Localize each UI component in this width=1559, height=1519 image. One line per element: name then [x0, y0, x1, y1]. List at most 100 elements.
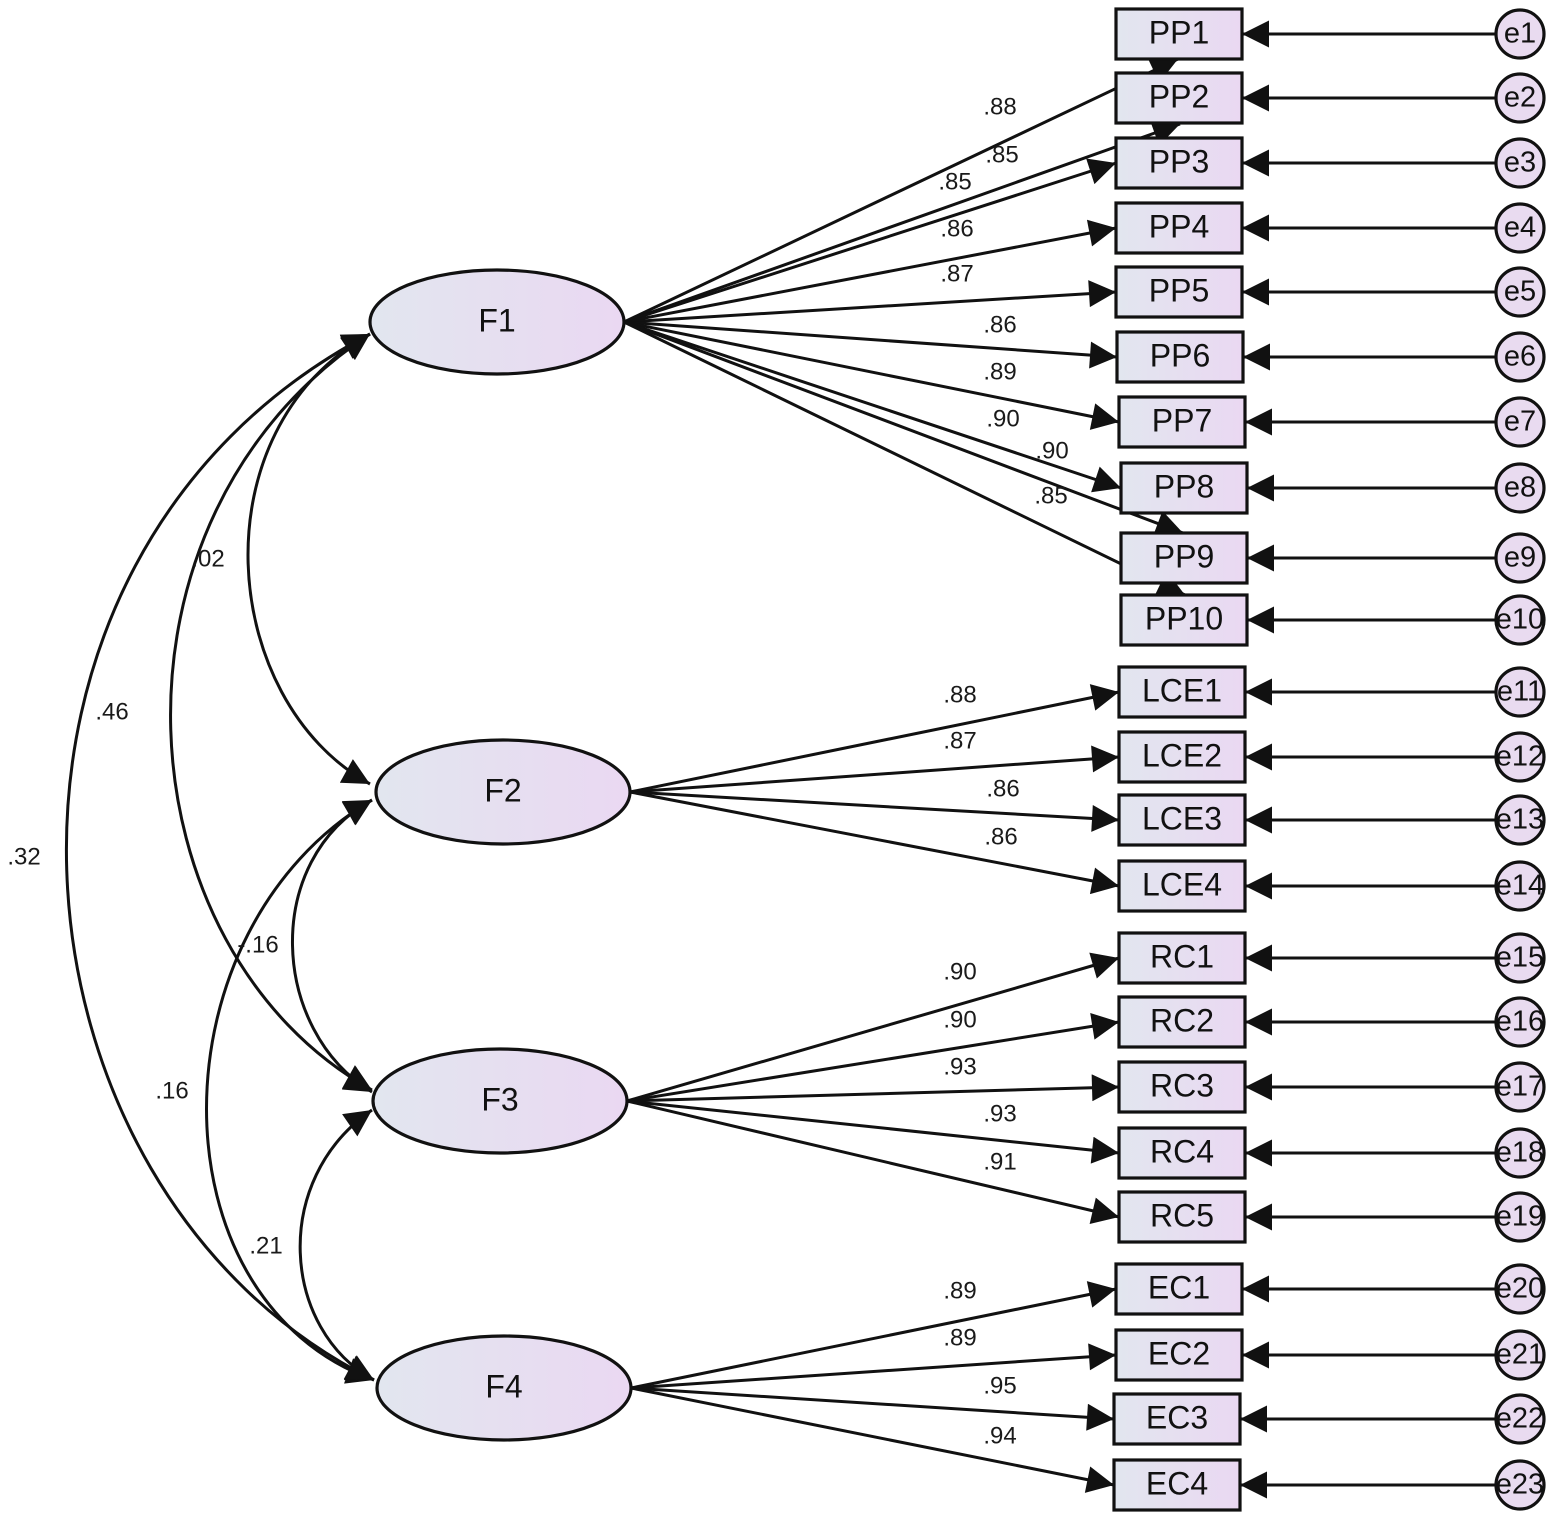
error-label: e5: [1504, 276, 1536, 308]
indicator-label: PP10: [1145, 600, 1223, 636]
indicator-box-ec2: [1114, 1328, 1244, 1382]
indicator-label: RC3: [1150, 1067, 1214, 1103]
loading-label: .94: [983, 1422, 1016, 1449]
loading-path-rc1: [626, 952, 1120, 1103]
error-label: e14: [1496, 870, 1544, 902]
error-label: e19: [1496, 1201, 1544, 1233]
factor-f4: [375, 1334, 633, 1442]
error-term-e12: [1494, 731, 1546, 783]
indicator-label: LCE1: [1142, 672, 1222, 708]
error-term-e4: [1494, 202, 1546, 254]
error-label: e8: [1504, 472, 1536, 504]
loading-path-pp1: [623, 57, 1179, 324]
error-label: e3: [1504, 147, 1536, 179]
loading-label: .91: [983, 1148, 1016, 1175]
loading-label: .86: [986, 775, 1019, 802]
loading-label: .88: [983, 93, 1016, 120]
loading-label: .85: [985, 141, 1018, 168]
indicator-label: EC4: [1146, 1465, 1208, 1501]
indicator-box-lce4: [1117, 859, 1247, 913]
loading-path-lce4: [629, 790, 1120, 895]
correlation-label: .32: [7, 843, 40, 870]
loading-label: .90: [986, 405, 1019, 432]
error-label: e18: [1496, 1137, 1544, 1169]
indicator-label: PP9: [1154, 538, 1214, 574]
loading-path-pp9: [623, 320, 1184, 537]
loading-label: .95: [983, 1372, 1016, 1399]
loading-label: .86: [984, 823, 1017, 850]
error-label: e9: [1504, 542, 1536, 574]
error-term-e23: [1494, 1459, 1546, 1511]
loading-label: .88: [943, 681, 976, 708]
loading-path-pp10: [623, 320, 1186, 597]
loading-label: .87: [940, 260, 973, 287]
correlation-label: .46: [95, 698, 128, 725]
loading-path-pp3: [623, 158, 1117, 324]
indicator-box-pp8: [1119, 461, 1249, 515]
loading-path-pp7: [623, 320, 1120, 430]
error-term-e20: [1494, 1263, 1546, 1315]
loading-path-lce3: [629, 790, 1120, 832]
indicator-box-rc1: [1117, 931, 1247, 985]
error-term-e10: [1494, 594, 1546, 646]
error-label: e12: [1496, 741, 1544, 773]
error-term-e3: [1494, 137, 1546, 189]
indicator-label: LCE3: [1142, 800, 1222, 836]
error-term-e7: [1494, 396, 1546, 448]
loading-path-lce2: [629, 745, 1120, 794]
indicator-label: EC1: [1148, 1269, 1210, 1305]
loading-label: .86: [983, 311, 1016, 338]
loading-path-ec3: [630, 1386, 1115, 1431]
error-label: e23: [1496, 1469, 1544, 1501]
indicator-label: RC1: [1150, 938, 1214, 974]
indicator-box-ec1: [1114, 1262, 1244, 1316]
indicator-box-lce2: [1117, 730, 1247, 784]
error-term-e1: [1494, 8, 1546, 60]
indicator-label: RC5: [1150, 1197, 1214, 1233]
loading-label: .93: [983, 1100, 1016, 1127]
error-label: e10: [1496, 604, 1544, 636]
loading-path-lce1: [629, 684, 1120, 794]
loading-label: .89: [943, 1277, 976, 1304]
correlation-label: .21: [249, 1232, 282, 1259]
indicator-box-pp1: [1114, 7, 1244, 61]
error-label: e21: [1496, 1339, 1544, 1371]
loading-path-rc5: [626, 1099, 1120, 1224]
factor-f3: [371, 1047, 629, 1155]
loading-path-ec2: [630, 1343, 1117, 1390]
error-term-e9: [1494, 532, 1546, 584]
error-label: e11: [1497, 676, 1543, 708]
loading-label: .90: [1035, 437, 1068, 464]
error-term-e2: [1494, 72, 1546, 124]
error-term-e22: [1494, 1393, 1546, 1445]
error-term-e17: [1494, 1061, 1546, 1113]
loading-label: .85: [1034, 482, 1067, 509]
labels-layer: .02.46.32-.16.16.21.88.85.85.86.87.86.89…: [7, 93, 1068, 1449]
error-term-e8: [1494, 462, 1546, 514]
error-term-e19: [1494, 1191, 1546, 1243]
error-term-e14: [1494, 860, 1546, 912]
loading-label: .87: [943, 727, 976, 754]
factor-label: F3: [481, 1081, 518, 1117]
error-term-e16: [1494, 996, 1546, 1048]
error-label: e22: [1496, 1403, 1544, 1435]
error-label: e15: [1496, 942, 1544, 974]
loading-label: .85: [938, 168, 971, 195]
indicator-box-rc2: [1117, 995, 1247, 1049]
loading-path-pp2: [623, 120, 1181, 324]
indicator-box-pp6: [1115, 330, 1245, 384]
correlation-label: -.16: [237, 931, 278, 958]
indicator-box-ec3: [1112, 1392, 1242, 1446]
edges-layer: [65, 20, 1496, 1499]
indicator-box-rc4: [1117, 1126, 1247, 1180]
indicator-box-pp4: [1114, 201, 1244, 255]
factor-f1: [368, 268, 626, 376]
error-label: e1: [1504, 18, 1536, 50]
indicator-label: EC2: [1148, 1335, 1210, 1371]
loading-path-pp5: [623, 280, 1117, 324]
indicator-label: EC3: [1146, 1399, 1208, 1435]
loading-path-ec4: [630, 1386, 1115, 1493]
error-term-e13: [1494, 794, 1546, 846]
